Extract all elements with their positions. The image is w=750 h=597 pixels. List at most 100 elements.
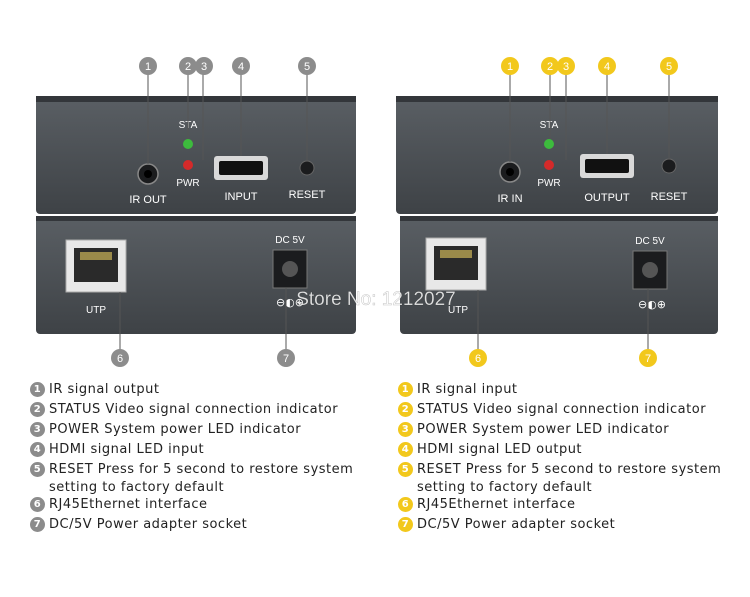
right-ir-port-core xyxy=(506,168,514,176)
right-legend-badge: 4 xyxy=(398,442,413,457)
left-hdmi-label: INPUT xyxy=(225,191,258,203)
right-pwr-label: PWR xyxy=(537,178,560,189)
svg-text:3: 3 xyxy=(563,61,569,73)
right-badge-6: 6 xyxy=(469,349,487,367)
store-watermark: Store No: 1212027 xyxy=(296,289,456,310)
right-badge-3: 3 xyxy=(557,57,575,75)
right-device: IR IN STA PWR OUTPUT RESET UTP DC 5V ⊖◐⊕… xyxy=(396,57,718,367)
left-legend-text: POWER System power LED indicator xyxy=(49,422,302,437)
right-legend-item: 5 RESET Press for 5 second to restore sys… xyxy=(398,460,750,480)
right-dc-socket-hole xyxy=(642,262,658,278)
left-badge-3: 3 xyxy=(195,57,213,75)
right-legend-badge: 2 xyxy=(398,402,413,417)
right-sta-led xyxy=(544,139,554,149)
right-legend-text: DC/5V Power adapter socket xyxy=(417,517,616,532)
right-pwr-led xyxy=(544,160,554,170)
right-rj45-contacts xyxy=(440,250,472,258)
left-legend-text: RJ45Ethernet interface xyxy=(49,497,208,512)
left-legend-text: DC/5V Power adapter socket xyxy=(49,517,248,532)
right-legend-text: POWER System power LED indicator xyxy=(417,422,670,437)
left-legend-item: 3 POWER System power LED indicator xyxy=(30,420,390,440)
left-device: IR OUT STA PWR INPUT RESET UTP DC 5V ⊖◐⊕ xyxy=(36,57,356,367)
left-leader-lines xyxy=(119,74,308,350)
left-badge-1: 1 xyxy=(139,57,157,75)
right-legend-item: 2 STATUS Video signal connection indicato… xyxy=(398,400,750,420)
left-reset-label: RESET xyxy=(289,189,326,201)
left-pwr-label: PWR xyxy=(176,178,199,189)
device-diagram: IR OUT STA PWR INPUT RESET UTP DC 5V ⊖◐⊕ xyxy=(36,57,718,367)
left-rj45-contacts xyxy=(80,252,112,260)
right-legend-badge: 5 xyxy=(398,462,413,477)
svg-text:2: 2 xyxy=(547,61,553,73)
right-legend-text: RESET Press for 5 second to restore syst… xyxy=(417,462,722,477)
left-top-rim xyxy=(36,96,356,102)
left-badge-4: 4 xyxy=(232,57,250,75)
left-legend-item: 4 HDMI signal LED input xyxy=(30,440,390,460)
right-legend-subtext: setting to factory default xyxy=(417,480,593,495)
left-pwr-led xyxy=(183,160,193,170)
svg-text:1: 1 xyxy=(145,61,151,73)
svg-text:2: 2 xyxy=(185,61,191,73)
left-legend-text: RESET Press for 5 second to restore syst… xyxy=(49,462,354,477)
left-badge-2: 2 xyxy=(179,57,197,75)
left-legend-badge: 3 xyxy=(30,422,45,437)
svg-text:4: 4 xyxy=(238,61,244,73)
svg-text:6: 6 xyxy=(475,353,481,365)
left-dc-socket-hole xyxy=(282,261,298,277)
left-ir-label: IR OUT xyxy=(129,194,167,206)
left-badge-6: 6 xyxy=(111,349,129,367)
svg-text:5: 5 xyxy=(666,61,672,73)
right-legend-text: IR signal input xyxy=(417,382,518,397)
right-leader-lines xyxy=(477,74,670,350)
left-reset-button xyxy=(299,160,315,176)
left-utp-label: UTP xyxy=(86,305,106,316)
right-legend-badge: 7 xyxy=(398,517,413,532)
right-badge-5: 5 xyxy=(660,57,678,75)
svg-text:7: 7 xyxy=(283,353,289,365)
right-reset-label: RESET xyxy=(651,191,688,203)
left-sta-led xyxy=(183,139,193,149)
right-legend-badge: 1 xyxy=(398,382,413,397)
right-ir-label: IR IN xyxy=(497,193,522,205)
right-legend-text: HDMI signal LED output xyxy=(417,442,583,457)
right-hdmi-label: OUTPUT xyxy=(584,192,630,204)
svg-text:1: 1 xyxy=(507,61,513,73)
svg-text:7: 7 xyxy=(645,353,651,365)
right-hdmi-port-inner xyxy=(585,159,629,173)
right-top-rim xyxy=(396,96,718,102)
right-badge-7: 7 xyxy=(639,349,657,367)
left-legend-badge: 4 xyxy=(30,442,45,457)
left-dc-label: DC 5V xyxy=(275,235,305,246)
left-ir-port-core xyxy=(144,170,152,178)
right-legend-text: STATUS Video signal connection indicator xyxy=(417,402,707,417)
left-legend-text: STATUS Video signal connection indicator xyxy=(49,402,339,417)
left-legend-badge: 5 xyxy=(30,462,45,477)
left-legend-text: HDMI signal LED input xyxy=(49,442,205,457)
right-dc-polarity: ⊖◐⊕ xyxy=(638,298,666,311)
right-badge-2: 2 xyxy=(541,57,559,75)
left-legend-text: IR signal output xyxy=(49,382,160,397)
left-badge-5: 5 xyxy=(298,57,316,75)
left-bottom-rim xyxy=(36,216,356,221)
svg-text:5: 5 xyxy=(304,61,310,73)
right-legend-item: 6 RJ45Ethernet interface xyxy=(398,495,750,515)
right-sta-label: STA xyxy=(540,120,559,131)
right-legend-item: 7 DC/5V Power adapter socket xyxy=(398,515,750,535)
left-legend-item: 2 STATUS Video signal connection indicato… xyxy=(30,400,390,420)
left-legend-badge: 2 xyxy=(30,402,45,417)
right-bottom-rim xyxy=(400,216,718,221)
right-legend-text: RJ45Ethernet interface xyxy=(417,497,576,512)
right-utp-label: UTP xyxy=(448,305,468,316)
left-top-unit xyxy=(36,96,356,214)
right-legend-badge: 6 xyxy=(398,497,413,512)
left-legend-subtext: setting to factory default xyxy=(49,480,225,495)
left-legend-badge: 7 xyxy=(30,517,45,532)
left-dc-polarity: ⊖◐⊕ xyxy=(276,296,304,309)
right-top-unit xyxy=(396,96,718,214)
right-legend: 1 IR signal input 2 STATUS Video signal co… xyxy=(398,380,750,535)
left-hdmi-port-inner xyxy=(219,161,263,175)
right-badge-4: 4 xyxy=(598,57,616,75)
